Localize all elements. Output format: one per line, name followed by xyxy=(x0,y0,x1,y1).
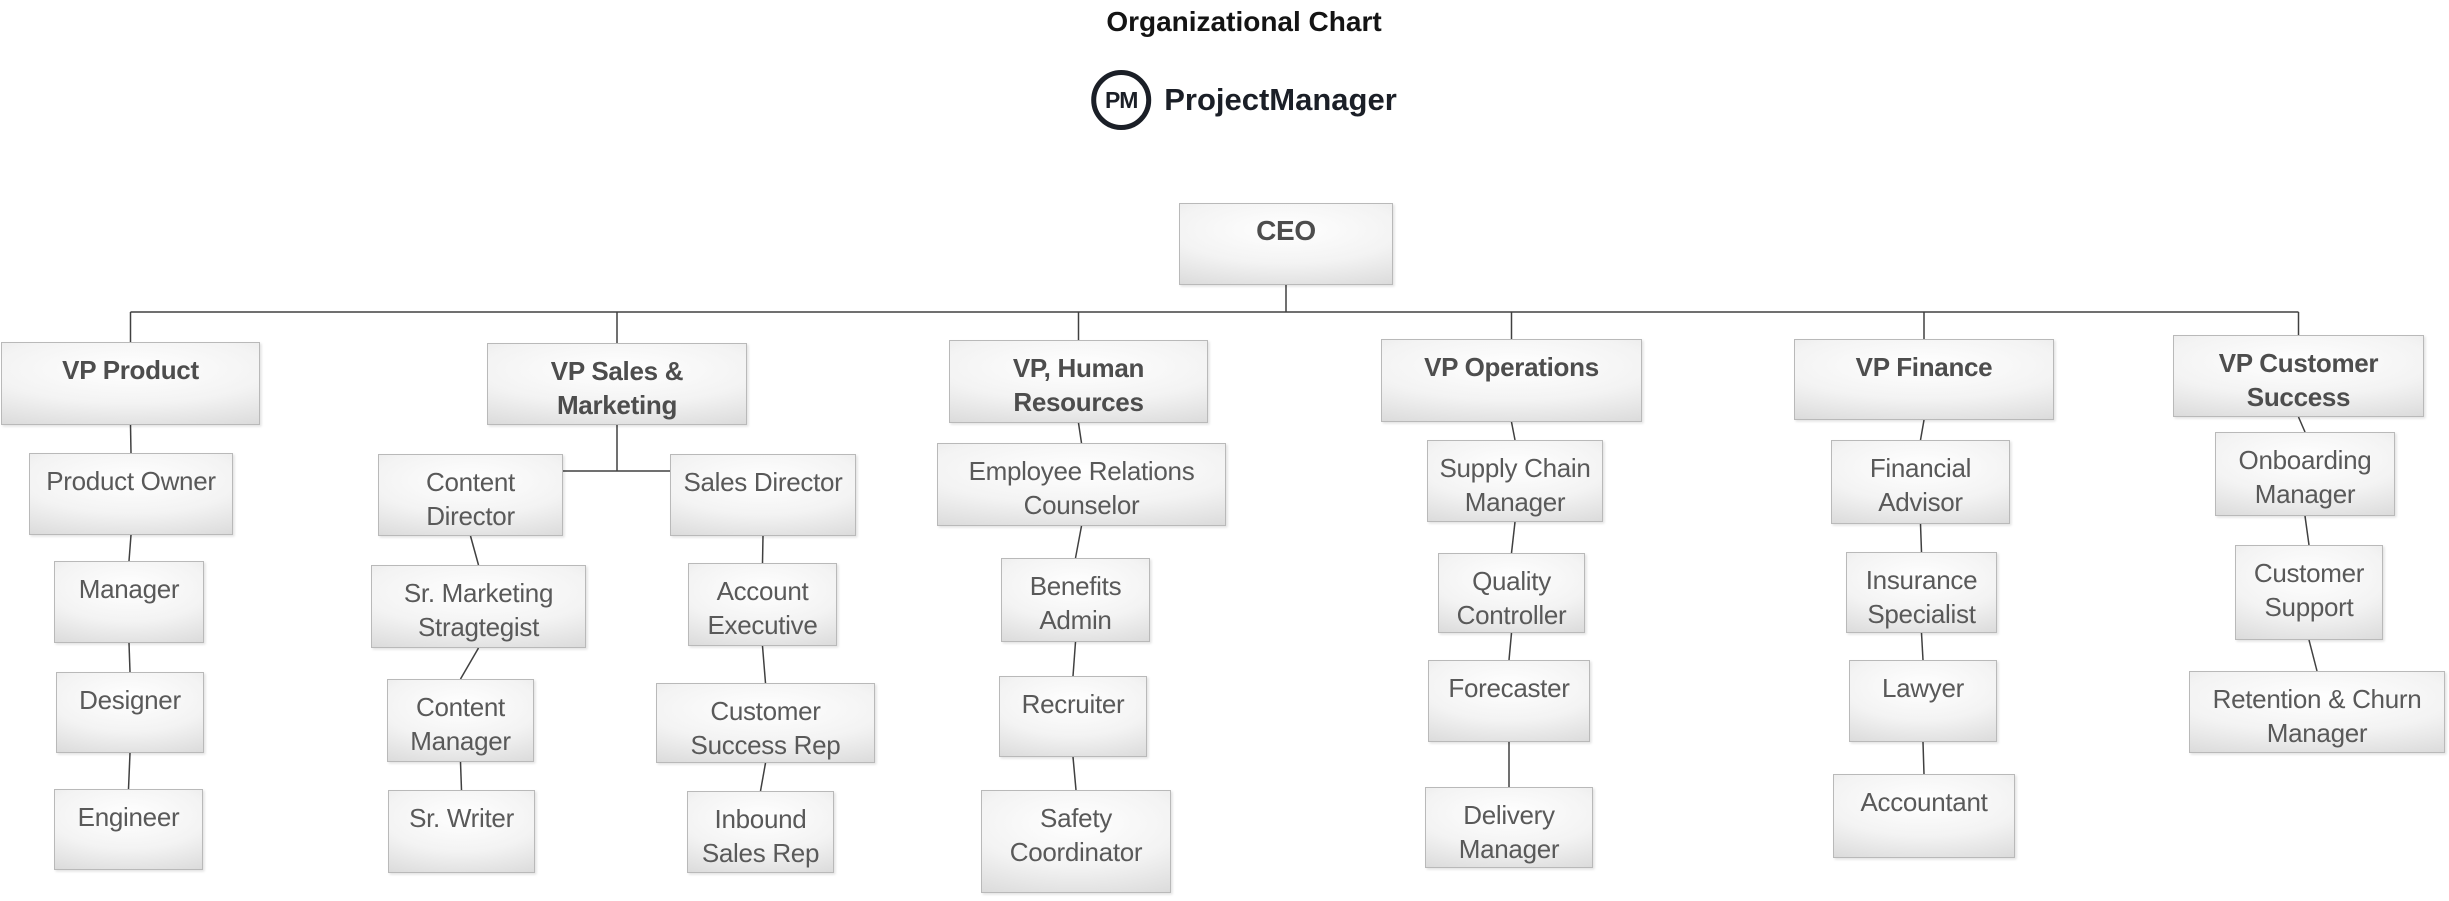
org-node-content-director[interactable]: Content Director xyxy=(378,454,563,536)
org-node-label: Recruiter xyxy=(1021,689,1125,719)
org-node-label: Onboarding Manager xyxy=(2238,445,2372,509)
org-node-label: Customer Support xyxy=(2253,558,2365,622)
org-node-label: Sr. Marketing Stragtegist xyxy=(403,578,554,642)
org-node-label: Delivery Manager xyxy=(1458,800,1560,864)
org-node-lawyer[interactable]: Lawyer xyxy=(1849,660,1997,742)
org-node-engineer[interactable]: Engineer xyxy=(54,789,203,870)
org-node-account-executive[interactable]: Account Executive xyxy=(688,563,837,646)
org-node-label: VP Operations xyxy=(1424,352,1599,382)
org-node-label: Content Manager xyxy=(410,692,511,756)
org-node-customer-success-rep[interactable]: Customer Success Rep xyxy=(656,683,875,763)
org-node-retention-churn-manager[interactable]: Retention & Churn Manager xyxy=(2189,671,2445,753)
org-node-label: Retention & Churn Manager xyxy=(2212,684,2422,748)
org-node-label: Designer xyxy=(79,685,181,715)
org-node-label: Safety Coordinator xyxy=(1009,803,1143,867)
org-node-label: Forecaster xyxy=(1448,673,1570,703)
org-node-vp-sales-marketing[interactable]: VP Sales & Marketing xyxy=(487,343,747,425)
org-node-vp-operations[interactable]: VP Operations xyxy=(1381,339,1642,422)
org-node-onboarding-manager[interactable]: Onboarding Manager xyxy=(2215,432,2395,516)
org-node-label: Engineer xyxy=(77,802,180,832)
org-node-label: Product Owner xyxy=(46,466,216,496)
org-node-label: Lawyer xyxy=(1881,673,1964,703)
org-node-label: VP Finance xyxy=(1855,352,1993,382)
org-node-designer[interactable]: Designer xyxy=(56,672,204,753)
brand-name: ProjectManager xyxy=(1164,82,1397,117)
org-node-financial-advisor[interactable]: Financial Advisor xyxy=(1831,440,2010,524)
org-node-benefits-admin[interactable]: Benefits Admin xyxy=(1001,558,1150,642)
org-node-manager[interactable]: Manager xyxy=(54,561,204,643)
org-node-vp-customer-success[interactable]: VP Customer Success xyxy=(2173,335,2424,417)
org-node-product-owner[interactable]: Product Owner xyxy=(29,453,233,535)
org-node-safety-coordinator[interactable]: Safety Coordinator xyxy=(981,790,1171,893)
org-node-delivery-manager[interactable]: Delivery Manager xyxy=(1425,787,1593,868)
org-node-label: Content Director xyxy=(426,467,515,531)
logo-monogram: PM xyxy=(1104,86,1138,113)
org-node-employee-relations-counselor[interactable]: Employee Relations Counselor xyxy=(937,443,1226,526)
org-node-label: VP, Human Resources xyxy=(1012,353,1145,417)
org-node-label: VP Product xyxy=(62,355,199,385)
org-node-vp-product[interactable]: VP Product xyxy=(1,342,260,425)
org-node-insurance-specialist[interactable]: Insurance Specialist xyxy=(1846,552,1997,633)
org-node-quality-controller[interactable]: Quality Controller xyxy=(1438,553,1585,633)
org-node-label: Benefits Admin xyxy=(1029,571,1122,635)
org-node-sr-writer[interactable]: Sr. Writer xyxy=(388,790,535,873)
org-node-label: Sales Director xyxy=(683,467,843,497)
org-node-accountant[interactable]: Accountant xyxy=(1833,774,2015,858)
org-node-label: Employee Relations Counselor xyxy=(968,456,1195,520)
org-node-forecaster[interactable]: Forecaster xyxy=(1428,660,1590,742)
org-node-label: VP Sales & Marketing xyxy=(550,356,684,420)
org-node-label: Quality Controller xyxy=(1456,566,1567,630)
org-node-label: Sr. Writer xyxy=(409,803,514,833)
projectmanager-logo-icon: PM xyxy=(1091,70,1152,130)
org-node-sr-marketing-strategist[interactable]: Sr. Marketing Stragtegist xyxy=(371,565,586,648)
org-node-label: Financial Advisor xyxy=(1869,453,1972,517)
page-title: Organizational Chart xyxy=(1106,6,1382,37)
org-node-label: Account Executive xyxy=(707,576,818,640)
org-node-content-manager[interactable]: Content Manager xyxy=(387,679,534,762)
org-node-sales-director[interactable]: Sales Director xyxy=(670,454,856,536)
org-node-label: Customer Success Rep xyxy=(690,696,841,760)
org-node-label: Inbound Sales Rep xyxy=(701,804,820,868)
org-node-label: Supply Chain Manager xyxy=(1439,453,1591,517)
org-node-label: Manager xyxy=(78,574,180,604)
org-node-inbound-sales-rep[interactable]: Inbound Sales Rep xyxy=(687,791,834,873)
org-node-vp-finance[interactable]: VP Finance xyxy=(1794,339,2054,420)
org-node-label: CEO xyxy=(1256,215,1316,246)
org-node-label: Accountant xyxy=(1860,787,1988,817)
org-node-supply-chain-manager[interactable]: Supply Chain Manager xyxy=(1427,440,1603,522)
org-node-label: Insurance Specialist xyxy=(1865,565,1978,629)
org-node-customer-support[interactable]: Customer Support xyxy=(2235,545,2383,640)
org-node-vp-human-resources[interactable]: VP, Human Resources xyxy=(949,340,1208,423)
org-node-label: VP Customer Success xyxy=(2218,348,2379,412)
org-node-ceo[interactable]: CEO xyxy=(1179,203,1393,285)
brand: PM ProjectManager xyxy=(1091,70,1397,130)
org-node-recruiter[interactable]: Recruiter xyxy=(999,676,1147,757)
